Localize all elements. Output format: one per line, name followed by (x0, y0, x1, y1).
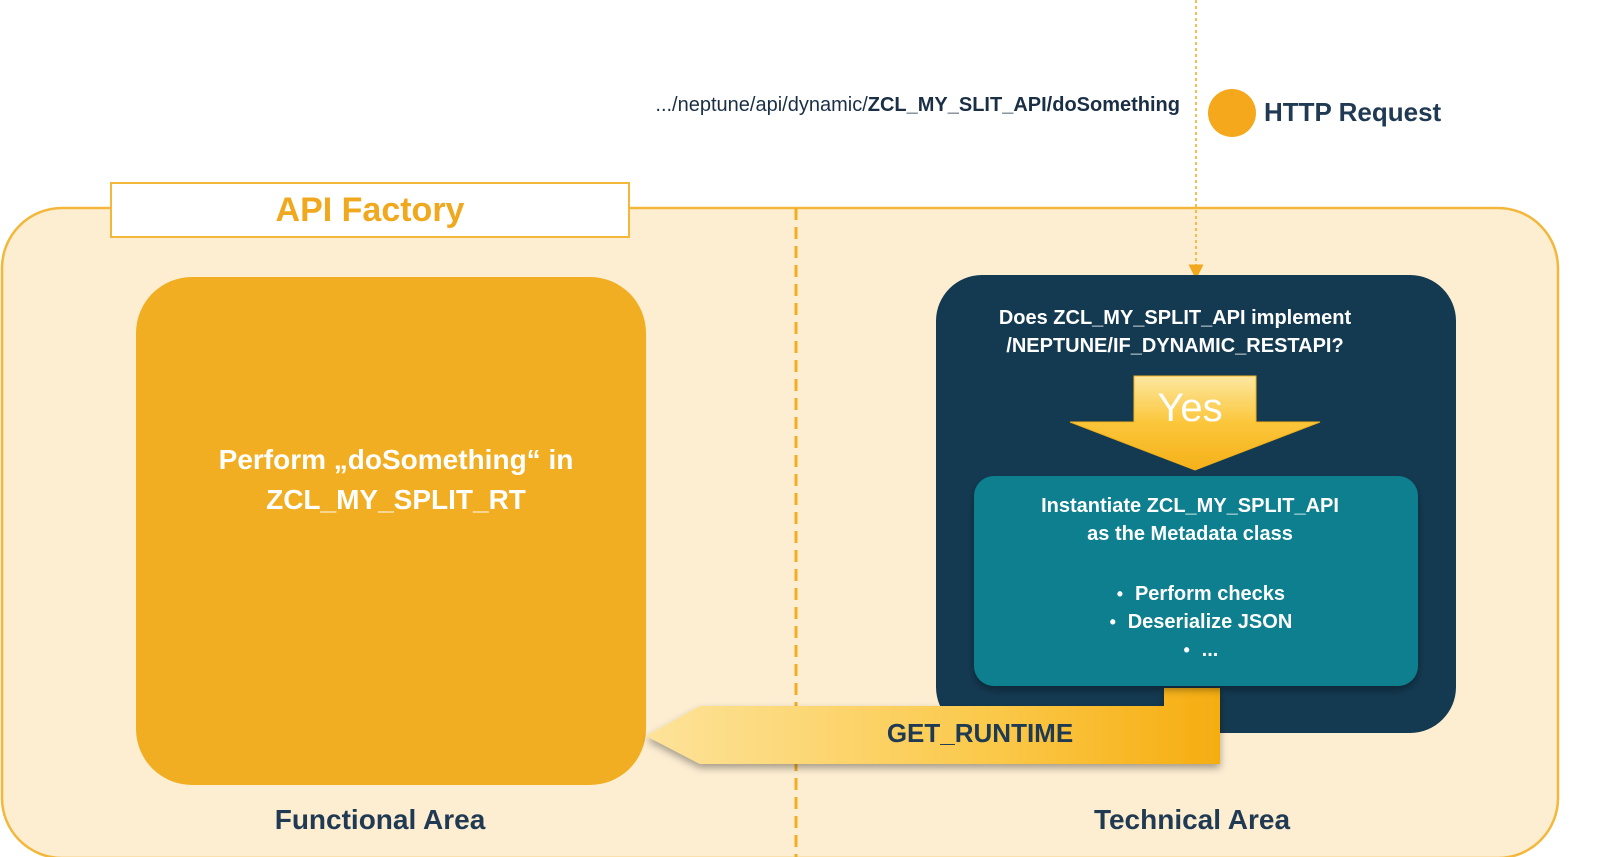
get-runtime-arrow (646, 688, 1220, 764)
yes-arrow (1069, 375, 1321, 471)
functional-box-text: Perform „doSomething“ in ZCL_MY_SPLIT_RT (176, 440, 616, 520)
bullet-icon: • (1109, 612, 1116, 632)
yes-label: Yes (1157, 386, 1223, 430)
get-runtime-label: GET_RUNTIME (886, 718, 1074, 748)
api-factory-title: API Factory (275, 190, 465, 229)
metadata-step-label: ... (1201, 639, 1219, 661)
metadata-step-label: Perform checks (1134, 583, 1286, 605)
instantiate-line-2: as the Metadata class (1087, 523, 1293, 545)
metadata-box (974, 476, 1418, 686)
functional-line-1: Perform „doSomething“ in (218, 444, 574, 475)
metadata-steps-list: •Perform checks •Deserialize JSON •... (1030, 580, 1360, 664)
technical-area-label: Technical Area (1093, 804, 1291, 835)
request-url-path: ZCL_MY_SLIT_API/doSomething (867, 94, 1180, 116)
functional-area-label: Functional Area (274, 804, 486, 835)
question-line-2: /NEPTUNE/IF_DYNAMIC_RESTAPI? (1006, 335, 1344, 357)
metadata-step: • Perform checks (1030, 580, 1360, 608)
metadata-step: •... (1030, 636, 1360, 664)
request-url-prefix: .../neptune/api/dynamic/ (655, 94, 868, 116)
interface-question: Does ZCL_MY_SPLIT_API implement /NEPTUNE… (960, 304, 1390, 360)
metadata-box-text: Instantiate ZCL_MY_SPLIT_API as the Meta… (990, 492, 1390, 548)
metadata-step-label: Deserialize JSON (1127, 611, 1293, 633)
api-factory-label-box: API Factory (110, 182, 630, 238)
bullet-icon: • (1116, 584, 1124, 604)
functional-box (136, 277, 646, 785)
metadata-step: • Deserialize JSON (1030, 608, 1360, 636)
http-request-label: HTTP Request (1264, 97, 1442, 127)
instantiate-line-1: Instantiate ZCL_MY_SPLIT_API (1041, 495, 1339, 517)
functional-line-2: ZCL_MY_SPLIT_RT (266, 484, 526, 515)
bullet-icon: • (1183, 640, 1190, 660)
http-request-marker (1208, 89, 1256, 137)
request-url: .../neptune/api/dynamic/ZCL_MY_SLIT_API/… (600, 94, 1180, 117)
question-line-1: Does ZCL_MY_SPLIT_API implement (998, 307, 1352, 329)
